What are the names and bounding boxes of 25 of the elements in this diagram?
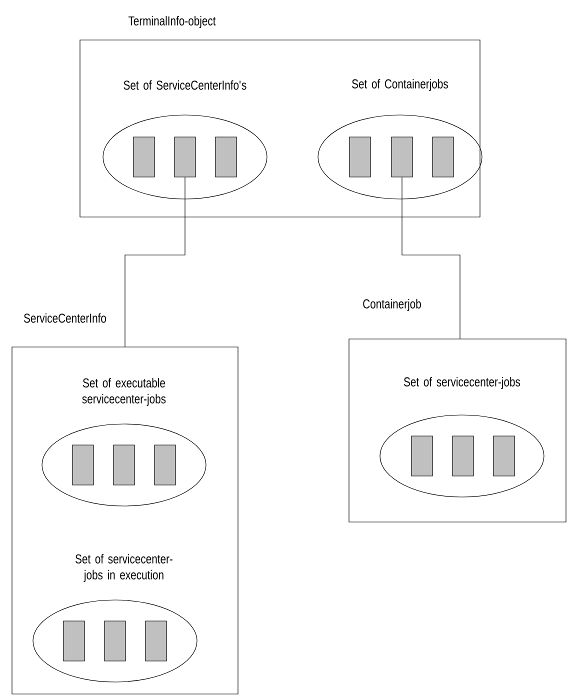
set-heading: Set of ServiceCenterInfo's — [124, 80, 246, 90]
item-rectangle — [215, 136, 237, 178]
item-rectangle — [391, 136, 413, 178]
set-heading: Set of executable servicecenter-jobs — [82, 378, 166, 406]
object-title: TerminalInfo-object — [128, 16, 216, 28]
item-rectangle — [104, 620, 126, 662]
item-rectangle — [174, 136, 196, 178]
item-rectangle — [72, 444, 94, 486]
item-rectangle — [133, 136, 155, 178]
connector-line — [124, 177, 186, 347]
item-rectangle — [493, 436, 515, 476]
item-rectangle — [113, 444, 135, 486]
set-heading: Set of Containerjobs — [352, 78, 448, 92]
object-title: ServiceCenterInfo — [24, 313, 106, 323]
item-rectangle — [145, 620, 167, 662]
item-rectangle — [349, 136, 371, 178]
item-rectangle — [432, 136, 454, 178]
set-heading: Set of servicecenter-jobs — [404, 376, 520, 390]
item-rectangle — [154, 444, 176, 486]
set-heading: Set of servicecenter-jobs in execution — [76, 554, 172, 582]
item-rectangle — [411, 436, 433, 476]
object-title: Containerjob — [363, 298, 421, 312]
item-rectangle — [63, 620, 85, 662]
item-rectangle — [452, 436, 474, 476]
connector-line — [402, 177, 460, 339]
